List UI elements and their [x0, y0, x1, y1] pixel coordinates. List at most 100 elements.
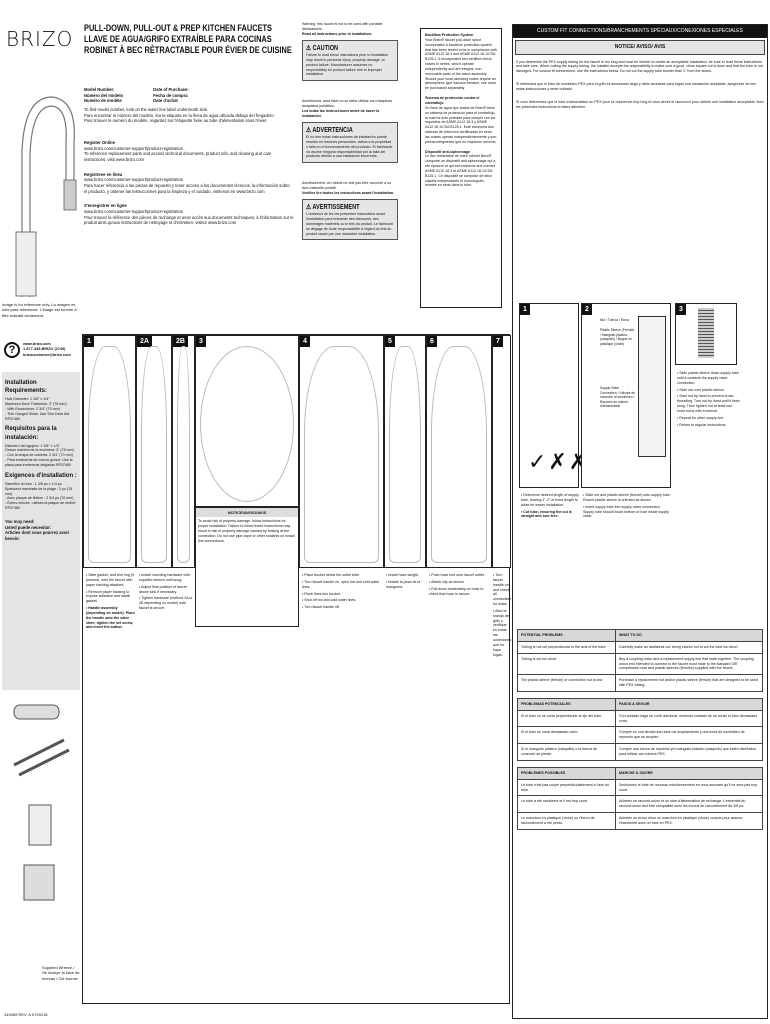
solution-cell: Con cuidado haga un corte adicional, ten… [615, 709, 763, 728]
step-number: 1 [84, 336, 94, 348]
step-text: Insert supply tube into supply valve con… [583, 505, 671, 520]
table-row: Le tube n'est pas coupé perpendiculairem… [517, 778, 763, 797]
tools-illustration [13, 704, 70, 901]
problem-cell: Tubing is not cut perpendicular to the a… [517, 640, 616, 654]
model-number-label: Model Number: [84, 87, 115, 92]
step-text: Start nut by hand to prevent cross-threa… [677, 394, 741, 413]
faucet-illustration [15, 96, 77, 297]
table-header: PROBLEMAS POTENCIALES [517, 697, 616, 711]
table-row: Tubing is cut too short.Buy a coupling u… [517, 652, 763, 676]
advertencia-heading: ⚠ ADVERTENCIA [306, 126, 353, 134]
step-7-instructions: Turn faucet handle on and check all conn… [493, 573, 511, 659]
step-text: Tighten hardware (method 2A or 2B depend… [139, 596, 193, 611]
step-text: Repeat for other supply line. [677, 416, 741, 421]
warning-read-es: Lea todas las instrucciones antes de hac… [302, 108, 380, 118]
custom-para: If you determine the PEX supply tubing f… [516, 59, 763, 74]
backflow-heading-es: Sistema de protección contra el contrafl… [425, 96, 480, 105]
backflow-text-fr: Le bec rétractable de votre robinet Briz… [425, 154, 496, 188]
find-model-es: Para encontrar el número del modelo, lea… [84, 112, 274, 118]
step-number: 2A [137, 336, 152, 348]
solution-cell: Achetez un écrou et/ou un manchon en pla… [615, 812, 763, 830]
step-text: Cut tube, ensuring the cut is straight a… [521, 510, 579, 520]
table-row: The plastic sleeve (ferrule) or connecti… [517, 674, 763, 692]
table-row: Tubing is not cut perpendicular to the a… [517, 640, 763, 654]
image-note: Image is for reference only. La imagen e… [2, 302, 77, 318]
step-text: Adjust final position of faucet above si… [139, 585, 193, 595]
problem-cell: Si el tubo se corta demasiado corto. [517, 726, 616, 745]
step-text: Slide nut over plastic sleeve. [677, 388, 741, 393]
step-number: 1 [520, 304, 530, 316]
register-text: To reference replacement parts and acces… [84, 151, 272, 163]
step-text: Remove paper backing to expose adhesive … [86, 590, 136, 605]
register-link-es[interactable]: www.brizo.com/customer-support/product-r… [84, 177, 184, 183]
tube-diagram [638, 316, 666, 457]
warning-fr: Avertissement: ce robinet ne doit pas êt… [302, 181, 398, 241]
warning-en: Warning: this faucet is not to be used w… [302, 22, 398, 82]
warning-read: Read all instructions prior to installat… [302, 31, 372, 36]
avertissement-heading: ⚠ AVERTISSEMENT [306, 203, 360, 211]
title-fr: ROBINET À BEC RÉTRACTABLE POUR ÉVIER DE … [84, 44, 292, 56]
title-en: PULL-DOWN, PULL-OUT & PREP KITCHEN FAUCE… [84, 23, 273, 34]
check-cross-icons: ✓✗✗ [528, 449, 590, 475]
req-line: - Con la chapa de cubierta: 2 3/4" (70 m… [5, 453, 73, 458]
step-number: 6 [427, 336, 437, 348]
step-text: Turn faucet handle on, open hot and cold… [302, 580, 382, 590]
register-heading: Register Online [84, 140, 115, 146]
step-text: Return to regular instructions. [677, 423, 741, 428]
help-icon: ? [4, 342, 20, 358]
warning-lead: Warning: this faucet is not to be used w… [302, 22, 383, 31]
step-text: Abra la manija del grifo y verifique en … [493, 609, 511, 657]
table-header: MARCHE À SUIVRE [615, 766, 763, 780]
solution-cell: Carefully make an additional cut, being … [615, 640, 763, 654]
step-panel-2a: 2A [136, 335, 172, 568]
step-number: 3 [676, 304, 686, 316]
find-model-en: To find model number, look on the water … [84, 107, 209, 113]
model-number-label-es: Número del modelo [84, 92, 124, 98]
step-text: Slide gasket, and trim ring (if present)… [86, 573, 136, 588]
custom-para: Si determina que el tubo de suministro P… [516, 82, 757, 91]
email-link[interactable]: brizocustomer@brizo.com [23, 352, 71, 357]
page-title: PULL-DOWN, PULL-OUT & PREP KITCHEN FAUCE… [84, 23, 292, 57]
table-header: PROBLÈMES POSSIBLES [517, 766, 616, 780]
part-number: 140089 REV. A 07/02/18 [4, 1012, 48, 1017]
step-5-instructions: Install hose weight.Instale la pesa de l… [386, 573, 426, 592]
website-link[interactable]: www.brizo.com [23, 342, 51, 347]
table-row: Si el tubo se corta demasiado corto.Comp… [517, 726, 763, 745]
custom-step-2-text: Slide nut and plastic sleeve (ferrule) o… [583, 493, 671, 521]
requirements-heading: Installation Requirements: [5, 380, 48, 395]
step-number: 2B [173, 336, 188, 348]
caution-text: Failure to read these instructions prior… [306, 52, 389, 77]
req-line: Hole Diameter: 1 3/8" ± 1/4" [5, 397, 50, 402]
table-row: Si el manguito plástico (casquillo) o la… [517, 743, 763, 761]
step-text: Instale la pesa de la manguera. [386, 580, 426, 590]
custom-step-panel-1: 1 ✓✗✗ [519, 303, 587, 488]
register-text-es: Para hacer referencia a las piezas de re… [84, 183, 290, 194]
warnings-column: Warning: this faucet is not to be used w… [302, 22, 398, 250]
step-text: Attach clip as shown. [429, 580, 491, 585]
problem-cell: Si el tubo no se corta perpendicular al … [517, 709, 616, 728]
warning-lead-fr: Avertissement: ce robinet ne doit pas êt… [302, 181, 392, 191]
req-line: Diamètre du trou : 1 3/8 po ± 1/4 po [5, 481, 62, 486]
problem-cell: Tubing is cut too short. [517, 652, 616, 676]
table-row: Si el tubo no se corta perpendicular al … [517, 709, 763, 728]
register-link[interactable]: www.brizo.com/customer-support/product-r… [84, 145, 184, 151]
valve-connection-label: Supply Valve Connection / Válvula de con… [600, 386, 635, 408]
step-text: Push hose end onto faucet outlet. [429, 573, 491, 578]
register-link-fr[interactable]: www.brizo.com/customer-support/product-r… [84, 209, 184, 215]
req-line: - Avec plaque de finition : 2 3/4 po (70… [5, 496, 74, 501]
custom-fit-header: CUSTOM FIT CONNECTIONS/BRANCHEMENTS SPÉC… [513, 25, 767, 38]
backflow-text-es: Su llave de agua tipo ducha de Brizo® ti… [425, 105, 497, 144]
step-number: 5 [385, 336, 395, 348]
table-header: WHAT TO DO [615, 629, 763, 642]
problem-cell: Le tube a été sectionné et il est trop c… [517, 795, 616, 814]
purchase-date-label-fr: Date d'achat [153, 98, 178, 104]
req-line: - Thin Gauged Sinks: Use Thin Deck Aid R… [5, 411, 70, 421]
step-text: Flush lines into bucket. [302, 592, 382, 597]
custom-notice-heading: NOTICE/ AVISO/ AVIS [515, 39, 765, 55]
